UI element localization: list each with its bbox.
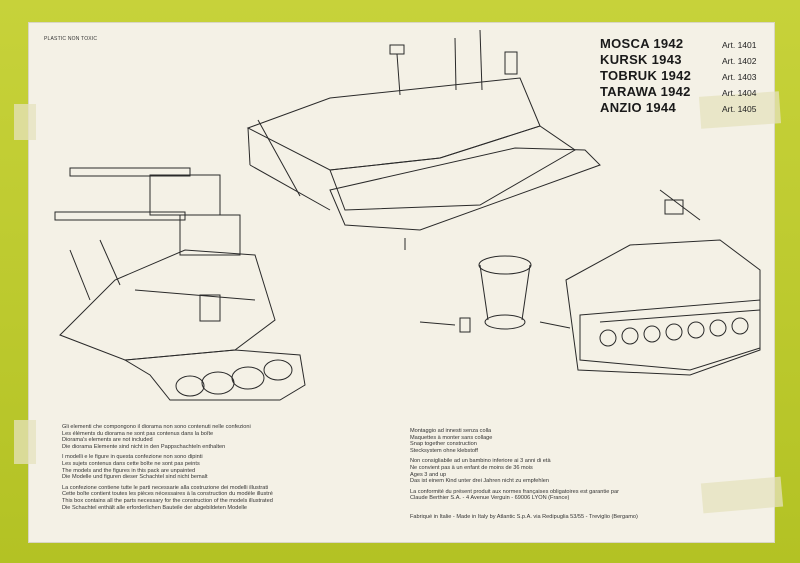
title-name: MOSCA 1942 <box>600 36 684 51</box>
title-row: KURSK 1943 Art. 1402 <box>600 52 757 68</box>
text-line: Die Modelle und figuren dieser Schachtel… <box>62 474 208 481</box>
title-row: TOBRUK 1942 Art. 1403 <box>600 68 757 84</box>
text-line: La conformité du présent produit aux nor… <box>410 488 619 495</box>
text-block: Montaggio ad innesti senza colla Maquett… <box>410 428 740 454</box>
text-line: Ne convient pas à un enfant de moins de … <box>410 464 533 471</box>
text-line: Das ist einem Kind unter drei Jahren nic… <box>410 478 549 485</box>
title-art: Art. 1403 <box>722 72 757 82</box>
text-block: La confezione contiene tutte le parti ne… <box>62 485 392 511</box>
left-info-text: Gli elementi che compongono il diorama n… <box>62 424 392 515</box>
title-row: MOSCA 1942 Art. 1401 <box>600 36 757 52</box>
title-row: ANZIO 1944 Art. 1405 <box>600 100 757 116</box>
text-line: Stecksystem ohne klebstoff <box>410 447 478 454</box>
made-in-footer: Fabriqué in Italie - Made in Italy by At… <box>410 514 638 520</box>
tank-destroyer-drawing <box>54 167 306 401</box>
text-block: I modelli e le figure in questa confezio… <box>62 454 392 480</box>
text-line: This box contains all the parts necessar… <box>62 497 273 504</box>
halftrack-drawing <box>565 189 761 376</box>
text-line: Les éléments du diorama ne sont pas cont… <box>62 430 214 437</box>
text-block: Non consigliabile ad un bambino inferior… <box>410 458 740 484</box>
text-line: Maquettes à monter sans collage <box>410 434 493 441</box>
landing-craft-drawing <box>246 29 601 250</box>
title-name: TOBRUK 1942 <box>600 68 692 83</box>
text-line: Non consigliabile ad un bambino inferior… <box>410 458 551 465</box>
text-block: La conformité du présent produit aux nor… <box>410 489 740 502</box>
title-name: ANZIO 1944 <box>600 100 676 115</box>
text-line: Gli elementi che compongono il diorama n… <box>62 424 251 430</box>
title-name: TARAWA 1942 <box>600 84 691 99</box>
right-info-text: Montaggio ad innesti senza colla Maquett… <box>410 428 740 506</box>
text-line: Les sujets contenus dans cette boîte ne … <box>62 460 200 467</box>
text-line: Die diorama Elemente sind nicht in den P… <box>62 443 226 450</box>
text-line: Claude Berthier S.A. - 4 Avenue Verguin … <box>410 495 570 502</box>
title-art: Art. 1404 <box>722 88 757 98</box>
text-block: Gli elementi che compongono il diorama n… <box>62 424 392 450</box>
title-art: Art. 1405 <box>722 104 757 114</box>
text-line: Ages 3 and up <box>410 471 447 478</box>
title-art: Art. 1401 <box>722 40 757 50</box>
parts-drawing <box>419 255 571 333</box>
tape-left-top <box>14 104 36 140</box>
text-line: Cette boîte contient toutes les pièces n… <box>62 491 273 498</box>
title-name: KURSK 1943 <box>600 52 682 67</box>
text-line: Diorama's elements are not included <box>62 437 153 444</box>
text-line: The models and the figures in this pack … <box>62 467 196 474</box>
text-line: La confezione contiene tutte le parti ne… <box>62 484 269 491</box>
title-art: Art. 1402 <box>722 56 757 66</box>
text-line: I modelli e le figure in questa confezio… <box>62 454 203 461</box>
back-panel <box>28 22 775 543</box>
text-line: Montaggio ad innesti senza colla <box>410 428 492 434</box>
title-row: TARAWA 1942 Art. 1404 <box>600 84 757 100</box>
text-line: Snap together construction <box>410 441 477 448</box>
plastic-note: PLASTIC NON TOXIC <box>44 36 98 42</box>
tape-left-bottom <box>14 420 36 464</box>
text-line: Die Schachtel enthält alle erforderliche… <box>62 504 248 511</box>
